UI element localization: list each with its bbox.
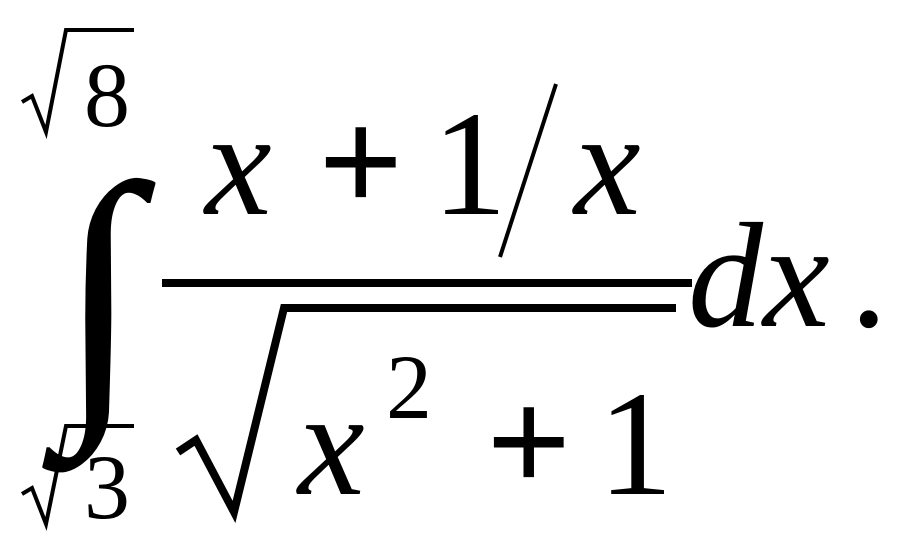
lower-limit: 3 [20,424,134,538]
integral-sign: ∫ [39,125,156,476]
numerator-one: 1 [432,81,507,247]
upper-limit-radical-sign [20,28,134,140]
numerator: x + 1 x [203,79,641,258]
upper-limit: 8 [20,28,134,146]
numerator-plus-sign: + [318,79,403,245]
numerator-slash [498,83,558,258]
denominator-exponent: 2 [386,336,432,438]
differential-dx: dx [688,193,830,359]
lower-limit-radical-sign [20,424,134,532]
denominator: x 2 + 1 [175,304,676,527]
trailing-period: . [850,193,888,359]
denominator-one: 1 [598,361,673,527]
denominator-radical-sign [175,304,676,524]
upper-limit-radicand: 8 [84,44,130,146]
numerator-var-x: x [203,81,272,247]
denominator-var-x: x [296,361,365,527]
denominator-plus-sign: + [486,359,571,525]
lower-limit-radicand: 3 [84,436,130,538]
numerator-var-x-right: x [572,81,641,247]
